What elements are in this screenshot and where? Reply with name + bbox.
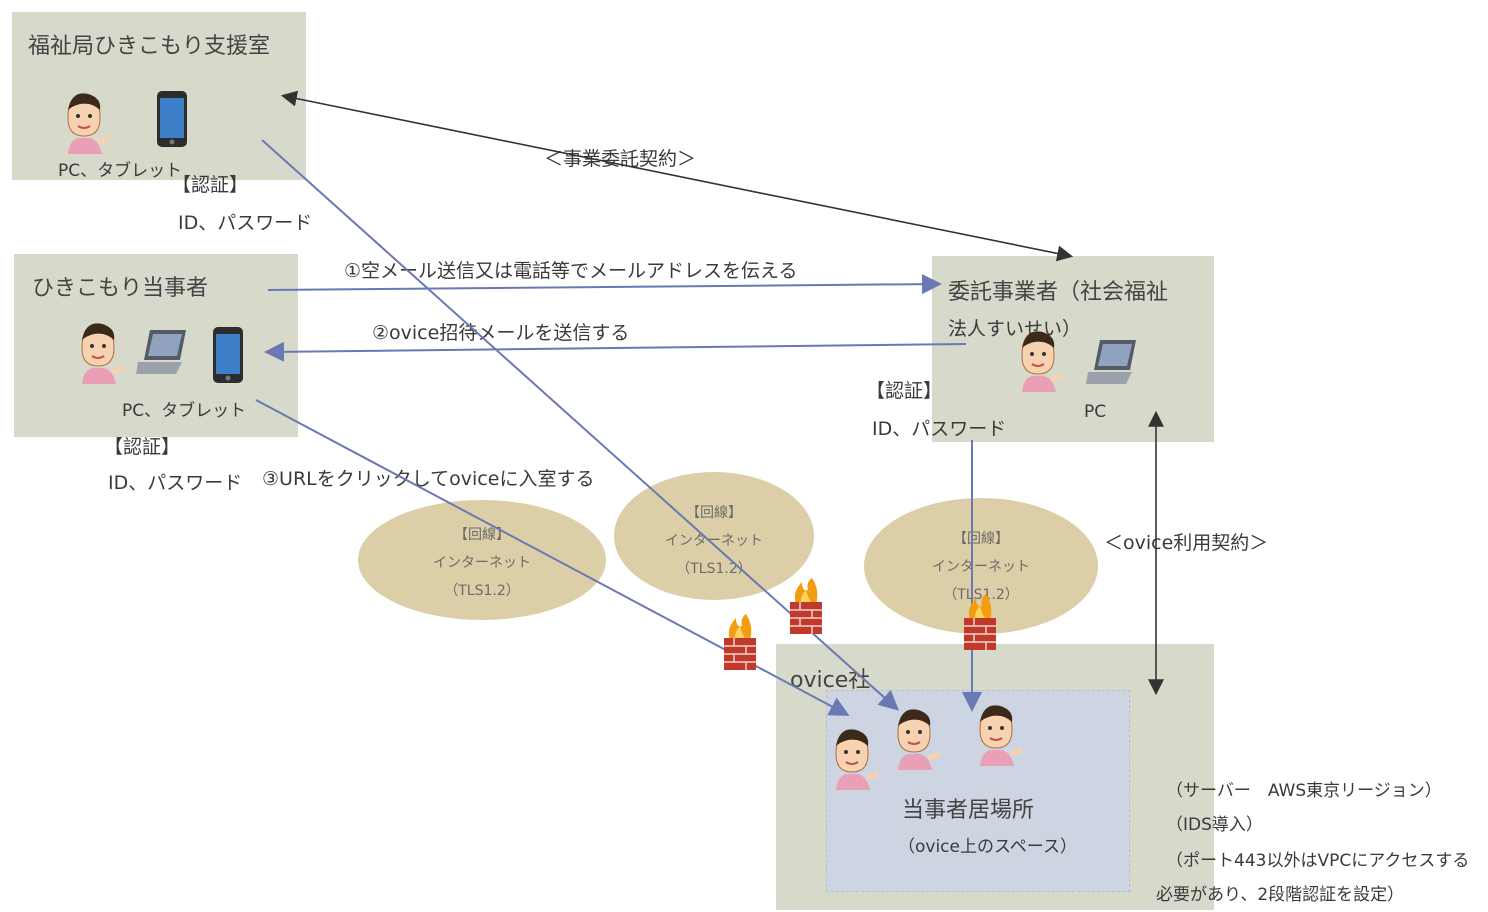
recluse-person-device: PC、タブレット bbox=[122, 401, 247, 421]
server-note: （IDS導入） bbox=[1166, 815, 1263, 835]
network-protocol: （TLS1.2） bbox=[444, 583, 520, 599]
network-label: 【回線】 bbox=[953, 531, 1009, 547]
person-icon bbox=[67, 93, 110, 154]
recluse-person-auth-label: 【認証】 bbox=[104, 436, 181, 458]
contractor-device: PC bbox=[1084, 402, 1107, 422]
welfare-office-title: 福祉局ひきこもり支援室 bbox=[28, 34, 271, 59]
person-icon bbox=[1021, 331, 1064, 392]
firewall-icon bbox=[964, 594, 996, 650]
network-ellipse-1: 【回線】 インターネット （TLS1.2） bbox=[358, 500, 606, 620]
laptop-icon bbox=[136, 330, 186, 374]
person-icon bbox=[835, 729, 878, 790]
firewall-icon bbox=[790, 578, 822, 634]
recluse-person-auth-value: ID、パスワード bbox=[108, 472, 243, 494]
network-protocol: （TLS1.2） bbox=[676, 561, 752, 577]
contractor-auth-label: 【認証】 bbox=[866, 380, 943, 402]
server-note: （サーバー AWS東京リージョン） bbox=[1166, 781, 1442, 801]
network-ellipse-2: 【回線】 インターネット （TLS1.2） bbox=[614, 472, 814, 600]
contractor-auth-value: ID、パスワード bbox=[872, 418, 1007, 440]
person-icon bbox=[897, 709, 940, 770]
network-type: インターネット bbox=[932, 559, 1030, 575]
smartphone-icon bbox=[157, 91, 187, 147]
contractor-title-line1: 委託事業者（社会福祉 bbox=[948, 280, 1169, 305]
ovice-title: ovice社 bbox=[790, 668, 871, 693]
network-type: インターネット bbox=[433, 555, 531, 571]
ovice-space-title: 当事者居場所 bbox=[902, 798, 1035, 823]
recluse-person-title: ひきこもり当事者 bbox=[32, 276, 209, 301]
contract-ovice-label: ＜ovice利用契約＞ bbox=[1104, 532, 1269, 554]
server-note: 必要があり、2段階認証を設定） bbox=[1156, 885, 1405, 905]
network-type: インターネット bbox=[665, 533, 763, 549]
step2-label: ②ovice招待メールを送信する bbox=[372, 322, 630, 344]
network-label: 【回線】 bbox=[454, 527, 510, 543]
person-icon bbox=[81, 323, 124, 384]
step1-arrow bbox=[267, 274, 942, 295]
ovice-space-area bbox=[826, 690, 1130, 892]
step1-label: ①空メール送信又は電話等でメールアドレスを伝える bbox=[344, 260, 798, 282]
welfare-office-auth-label: 【認証】 bbox=[172, 174, 249, 196]
ovice-space-subtitle: （ovice上のスペース） bbox=[898, 837, 1077, 857]
network-protocol: （TLS1.2） bbox=[943, 587, 1019, 603]
smartphone-icon bbox=[213, 327, 243, 383]
welfare-office-auth-value: ID、パスワード bbox=[178, 212, 313, 234]
server-note: （ポート443以外はVPCにアクセスする bbox=[1166, 851, 1470, 871]
welfare-office-device: PC、タブレット bbox=[58, 161, 183, 181]
contract-business-arrow bbox=[280, 90, 1074, 262]
step2-arrow bbox=[264, 341, 967, 362]
step3-label: ③URLをクリックしてoviceに入室する bbox=[262, 468, 595, 490]
contract-business-label: ＜事業委託契約＞ bbox=[544, 148, 697, 170]
person-icon bbox=[979, 705, 1022, 766]
network-label: 【回線】 bbox=[686, 505, 742, 521]
laptop-icon bbox=[1086, 340, 1136, 384]
firewall-icon bbox=[724, 614, 756, 670]
contractor-box bbox=[932, 256, 1214, 442]
